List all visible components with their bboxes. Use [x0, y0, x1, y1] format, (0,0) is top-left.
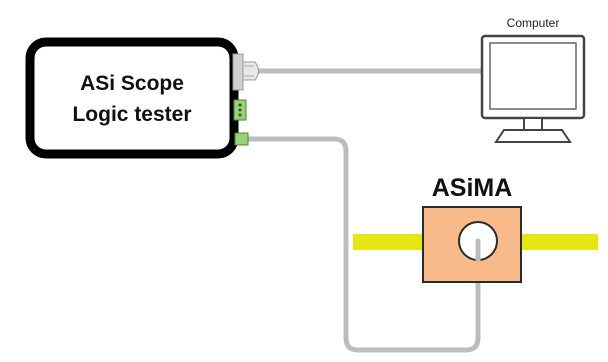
- logic-tester-device: ASi Scope Logic tester: [25, 37, 259, 159]
- asima-cable: [245, 136, 481, 353]
- cable-port: [234, 132, 249, 146]
- serial-connector: [232, 53, 259, 91]
- terminal-connector: [233, 99, 247, 121]
- asi-bus-right: [520, 234, 598, 250]
- device-label-line1: ASi Scope: [80, 72, 184, 95]
- asima-module: [422, 206, 522, 283]
- asi-bus-left: [353, 234, 425, 250]
- computer-label: Computer: [507, 16, 560, 30]
- device-label-line2: Logic tester: [72, 103, 191, 126]
- computer-icon: [480, 34, 586, 143]
- asima-label: ASiMA: [432, 174, 513, 202]
